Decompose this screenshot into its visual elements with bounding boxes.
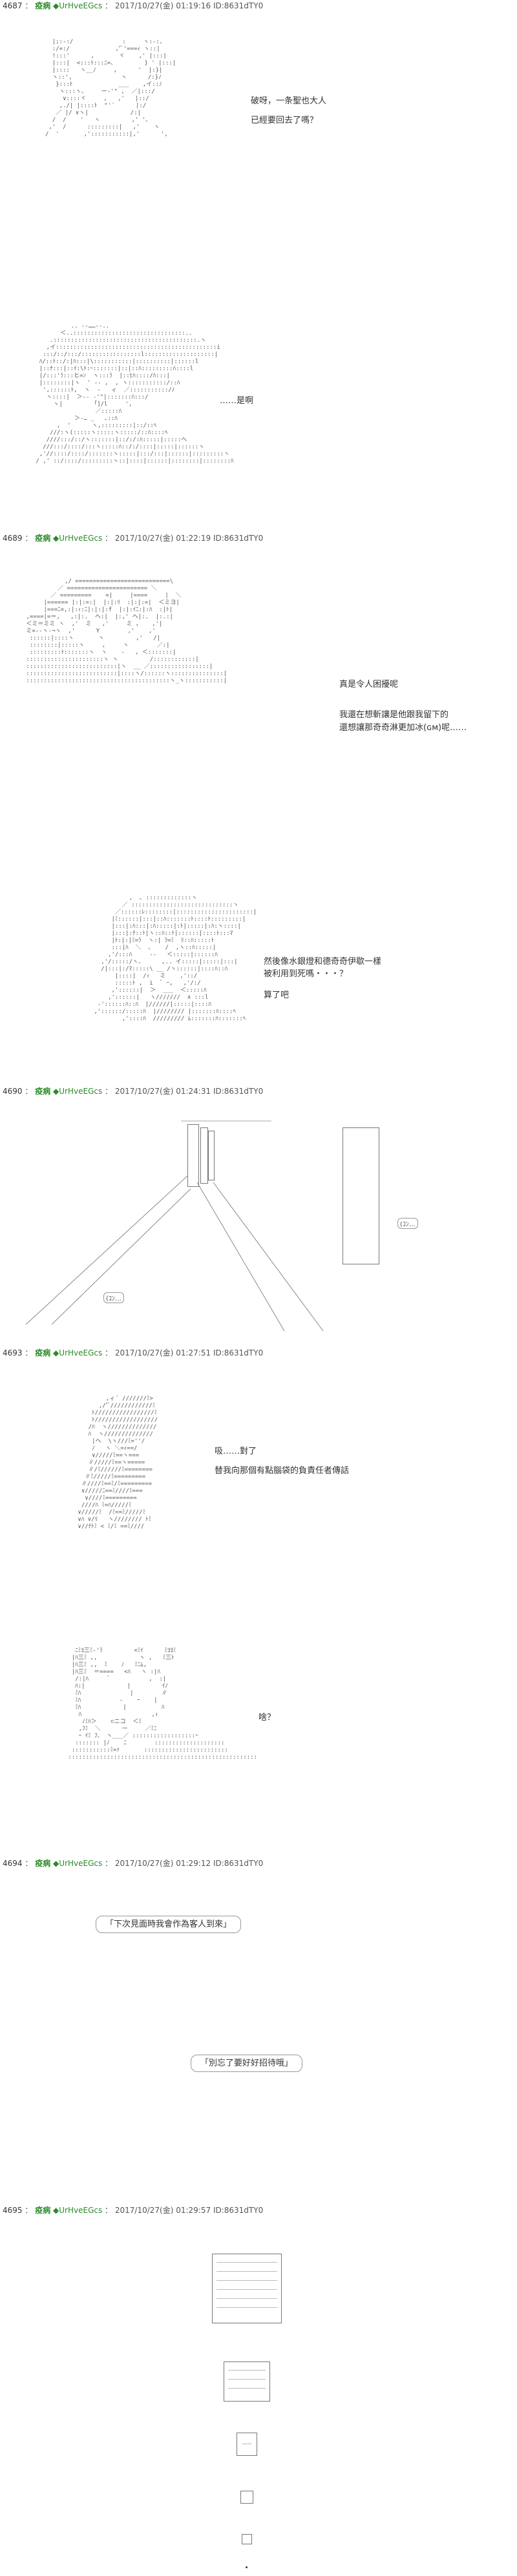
ascii-art-character: .. -‐……‐-.. ＜..:::::::::::::::::::::::::…: [36, 323, 234, 465]
dialog-text: 吸……對了: [215, 1447, 257, 1456]
dialog-text: 破呀，一条聖也大人: [251, 96, 327, 106]
dialog-text: 真是令人困擾呢: [339, 680, 399, 689]
sound-effect-knock: (ｺﾝ…: [397, 1218, 418, 1229]
dialog-text: 我還在想斬讓是他跟我留下的: [339, 710, 449, 720]
door: [200, 1127, 208, 1184]
fading-dot: [246, 2566, 248, 2568]
ascii-art-character: |;:-:/ : ヽ:-:、 :/=:/ ,'ﾞ'===ｨ ヽ::| !:::'…: [45, 39, 176, 138]
speech-bubble: 「下次見面時我會作為客人到來」: [96, 1916, 242, 1933]
ascii-art-character: ,ィ´ ///////ﾐ> ,/'ﾞ////////////ﾐ ﾄ///////…: [78, 1396, 158, 1530]
shrinking-box: [242, 2534, 252, 2544]
ascii-art-character: ,/ ===========================\ ／ ======…: [26, 578, 227, 684]
door: [187, 1124, 199, 1187]
dialog-text: 然後像水銀燈和德奇奇伊歇一樣: [264, 957, 382, 967]
shrinking-box: [212, 2254, 282, 2323]
dialog-text: 被利用到死嗎・・・？: [264, 969, 348, 979]
shrinking-box: [237, 2433, 257, 2456]
ascii-art-character: , ､ :::::::::::::ヽ ／ :::::::::::::::::::…: [94, 895, 257, 1022]
speech-bubble: 「別忘了要好好招待哦」: [191, 2055, 303, 2072]
dialog-text: ……是啊: [220, 396, 254, 406]
dialog-text: 還想讓那奇奇淋更加冰(ɢᴍ)呢……: [339, 723, 467, 733]
door: [343, 1127, 379, 1264]
dialog-text: 啥？: [258, 1713, 276, 1723]
ascii-art-character: ﾆﾐﾖ三ﾐ‐'ﾗ <ﾐｲ ﾐﾖﾖﾐ |ﾊ三ﾐ ,, ヽ , ﾐ三ﾄ |ﾊ三ﾐ ,…: [68, 1648, 258, 1761]
sound-effect-knock: (ｺﾝ…: [103, 1292, 124, 1303]
door: [208, 1131, 215, 1180]
post-header: 4694 ： 疫病 ◆UrHveEGcs ： 2017/10/27(金) 01:…: [3, 1859, 264, 1868]
post-header: 4687 ： 疫病 ◆UrHveEGcs ： 2017/10/27(金) 01:…: [3, 1, 264, 10]
post-header: 4693 ： 疫病 ◆UrHveEGcs ： 2017/10/27(金) 01:…: [3, 1348, 264, 1357]
shrinking-box: [240, 2491, 253, 2504]
dialog-text: 替我向那個有點腦袋的負責任者傳話: [215, 1466, 350, 1476]
post-header: 4695 ： 疫病 ◆UrHveEGcs ： 2017/10/27(金) 01:…: [3, 2206, 264, 2215]
shrinking-box: [224, 2361, 270, 2402]
post-header: 4689 ： 疫病 ◆UrHveEGcs ： 2017/10/27(金) 01:…: [3, 534, 264, 543]
dialog-text: 算了吧: [264, 990, 290, 1000]
post-header: 4690 ： 疫病 ◆UrHveEGcs ： 2017/10/27(金) 01:…: [3, 1087, 264, 1096]
dialog-text: 已經要回去了嗎？: [251, 116, 319, 125]
